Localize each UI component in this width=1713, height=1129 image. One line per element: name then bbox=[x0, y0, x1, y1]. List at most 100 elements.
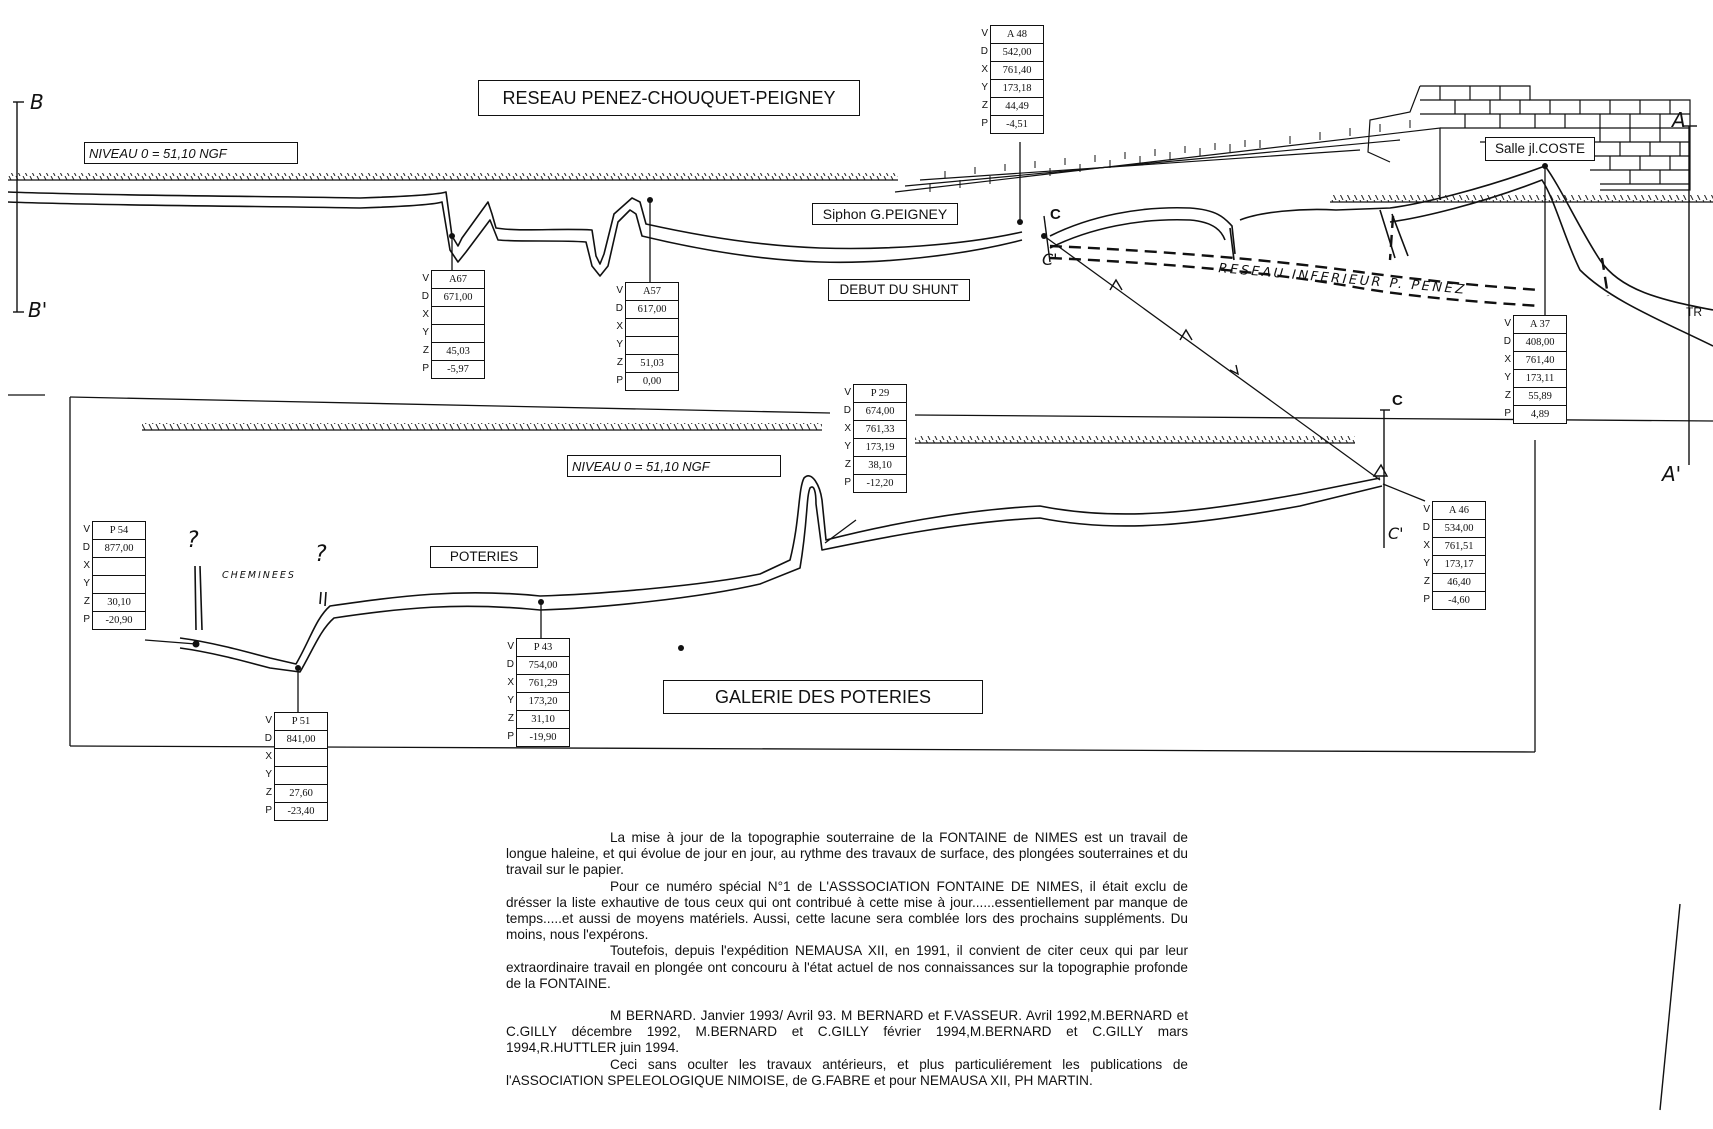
upper-gallery bbox=[7, 165, 1713, 347]
row-label-z: Z bbox=[844, 459, 851, 470]
row-label-p: P bbox=[1423, 594, 1430, 605]
station-z: 27,60 bbox=[274, 784, 328, 802]
station-id: A 37 bbox=[1513, 315, 1567, 333]
masonry-wall bbox=[894, 85, 1691, 200]
station-leaders bbox=[144, 142, 1546, 712]
station-y: 173,20 bbox=[516, 692, 570, 710]
niveau-label-lower: NIVEAU 0 = 51,10 NGF bbox=[567, 455, 781, 477]
station-p: -20,90 bbox=[92, 611, 146, 630]
station-x bbox=[431, 306, 485, 324]
row-label-z: Z bbox=[265, 787, 272, 798]
station-x bbox=[92, 557, 146, 575]
row-label-z: Z bbox=[981, 100, 988, 111]
station-x: 761,51 bbox=[1432, 537, 1486, 555]
row-label-d: D bbox=[980, 46, 988, 57]
station-p: -19,90 bbox=[516, 728, 570, 747]
row-label-x: X bbox=[265, 751, 272, 762]
notes-paragraph-3: Toutefois, depuis l'expédition NEMAUSA X… bbox=[506, 943, 1188, 991]
station-id: P 43 bbox=[516, 638, 570, 656]
station-p: -4,51 bbox=[990, 115, 1044, 134]
section-c-lower: C bbox=[1392, 392, 1403, 409]
water-level-lower bbox=[142, 423, 1355, 444]
station-y bbox=[431, 324, 485, 342]
notes-paragraph-1: La mise à jour de la topographie souterr… bbox=[506, 830, 1188, 878]
station-id: A67 bbox=[431, 270, 485, 288]
row-label-x: X bbox=[83, 560, 90, 571]
station-p: -4,60 bbox=[1432, 591, 1486, 610]
row-label-d: D bbox=[1422, 522, 1430, 533]
row-label-v: V bbox=[422, 273, 429, 284]
row-label-p: P bbox=[507, 731, 514, 742]
station-z: 55,89 bbox=[1513, 387, 1567, 405]
station-x: 761,40 bbox=[990, 61, 1044, 79]
station-d: 408,00 bbox=[1513, 333, 1567, 351]
row-label-y: Y bbox=[844, 441, 851, 452]
row-label-z: Z bbox=[616, 357, 623, 368]
row-label-y: Y bbox=[616, 339, 623, 350]
row-label-y: Y bbox=[507, 695, 514, 706]
station-z: 45,03 bbox=[431, 342, 485, 360]
question-mark-2: ? bbox=[315, 542, 327, 567]
row-label-p: P bbox=[616, 375, 623, 386]
notes-paragraph-4: M BERNARD. Janvier 1993/ Avril 93. M BER… bbox=[506, 1008, 1188, 1056]
row-label-x: X bbox=[981, 64, 988, 75]
row-label-d: D bbox=[615, 303, 623, 314]
label-cheminees: CHEMINEES bbox=[222, 570, 296, 581]
section-c-prime-lower: C' bbox=[1388, 524, 1404, 543]
row-label-z: Z bbox=[83, 596, 90, 607]
station-y: 173,18 bbox=[990, 79, 1044, 97]
station-p: -23,40 bbox=[274, 802, 328, 821]
reseau-inferieur-dashed bbox=[1049, 215, 1610, 308]
station-z: 38,10 bbox=[853, 456, 907, 474]
station-d: 754,00 bbox=[516, 656, 570, 674]
station-d: 617,00 bbox=[625, 300, 679, 318]
row-label-y: Y bbox=[265, 769, 272, 780]
row-label-p: P bbox=[844, 477, 851, 488]
label-siphon: Siphon G.PEIGNEY bbox=[812, 203, 958, 225]
row-label-v: V bbox=[844, 387, 851, 398]
section-a: A bbox=[1672, 108, 1686, 132]
notes-paragraph-2: Pour ce numéro spécial N°1 de L'ASSSOCIA… bbox=[506, 878, 1188, 943]
station-y: 173,19 bbox=[853, 438, 907, 456]
row-label-p: P bbox=[1504, 408, 1511, 419]
row-label-v: V bbox=[507, 641, 514, 652]
station-y: 173,17 bbox=[1432, 555, 1486, 573]
station-id: A 48 bbox=[990, 25, 1044, 43]
station-y bbox=[625, 336, 679, 354]
row-label-v: V bbox=[83, 524, 90, 535]
label-salle-coste: Salle jl.COSTE bbox=[1485, 137, 1595, 161]
section-c-upper: C bbox=[1050, 206, 1061, 223]
station-id: A57 bbox=[625, 282, 679, 300]
question-mark-1: ? bbox=[187, 528, 199, 553]
station-id: P 54 bbox=[92, 521, 146, 539]
station-p: 4,89 bbox=[1513, 405, 1567, 424]
row-label-d: D bbox=[506, 659, 514, 670]
row-label-v: V bbox=[265, 715, 272, 726]
row-label-x: X bbox=[1423, 540, 1430, 551]
row-label-d: D bbox=[264, 733, 272, 744]
station-points bbox=[192, 163, 1548, 671]
row-label-z: Z bbox=[507, 713, 514, 724]
station-z: 30,10 bbox=[92, 593, 146, 611]
label-tr: TR bbox=[1686, 305, 1702, 319]
row-label-v: V bbox=[616, 285, 623, 296]
row-label-x: X bbox=[507, 677, 514, 688]
station-x bbox=[625, 318, 679, 336]
row-label-y: Y bbox=[83, 578, 90, 589]
row-label-p: P bbox=[981, 118, 988, 129]
row-label-p: P bbox=[83, 614, 90, 625]
row-label-y: Y bbox=[1423, 558, 1430, 569]
row-label-z: Z bbox=[1423, 576, 1430, 587]
lower-gallery bbox=[179, 475, 1383, 673]
row-label-p: P bbox=[422, 363, 429, 374]
row-label-v: V bbox=[1504, 318, 1511, 329]
row-label-x: X bbox=[844, 423, 851, 434]
station-z: 44,49 bbox=[990, 97, 1044, 115]
station-d: 674,00 bbox=[853, 402, 907, 420]
station-p: -12,20 bbox=[853, 474, 907, 493]
section-b-prime: B' bbox=[28, 298, 48, 322]
row-label-x: X bbox=[616, 321, 623, 332]
station-d: 877,00 bbox=[92, 539, 146, 557]
station-p: 0,00 bbox=[625, 372, 679, 391]
row-label-y: Y bbox=[981, 82, 988, 93]
